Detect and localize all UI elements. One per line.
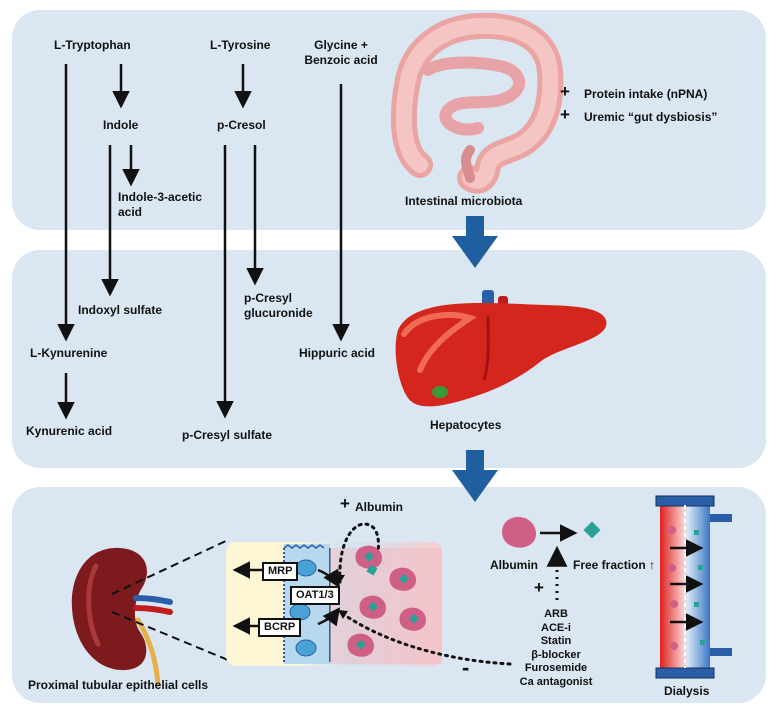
- label-albumin-top: Albumin: [355, 500, 403, 514]
- label-intestinal-microbiota: Intestinal microbiota: [405, 194, 523, 208]
- flow-arrow-down-2: [452, 450, 498, 502]
- drug-item: Ca antagonist: [519, 675, 593, 688]
- label-dialysis: Dialysis: [664, 684, 710, 698]
- plus-icon: +: [340, 494, 350, 513]
- label-pcresyl-glucuronide: p-Cresyl glucuronide: [244, 291, 313, 321]
- free-toxin: [583, 521, 601, 539]
- label-albumin: Albumin: [490, 558, 538, 572]
- flow-arrow-down-1: [452, 216, 498, 268]
- panel-microbiota: [12, 10, 766, 230]
- label-kynurenine: L-Kynurenine: [30, 346, 108, 360]
- drug-list: ARB ACE-i Statin β-blocker Furosemide Ca…: [506, 608, 606, 689]
- label-pcresyl-sulfate: p-Cresyl sulfate: [182, 428, 273, 442]
- label-indoxyl-sulfate: Indoxyl sulfate: [78, 303, 163, 317]
- label-glycine-line1: Glycine +: [314, 38, 368, 52]
- albumin-shape: [502, 516, 536, 548]
- pathway-arrows: [57, 64, 350, 420]
- plus-icon: +: [560, 105, 570, 124]
- kidney-illustration: [71, 547, 173, 687]
- drug-item: ACE-i: [541, 621, 571, 634]
- label-kynurenic-acid: Kynurenic acid: [26, 424, 113, 438]
- label-free-fraction: Free fraction ↑: [573, 558, 656, 572]
- label-pcg-line1: p-Cresyl: [244, 291, 293, 305]
- label-glycine: Glycine + Benzoic acid: [296, 38, 386, 68]
- liver-illustration: [395, 290, 607, 407]
- label-proximal-tubular: Proximal tubular epithelial cells: [28, 678, 209, 692]
- label-hepatocytes: Hepatocytes: [430, 418, 502, 432]
- dialysis-filter: [655, 495, 732, 679]
- intestine-illustration: [390, 12, 564, 194]
- drug-item: Statin: [540, 635, 572, 647]
- label-iaa-line2: acid: [118, 205, 143, 219]
- label-hippuric-acid: Hippuric acid: [299, 346, 376, 360]
- kidney-zoom-line-top: [111, 539, 229, 595]
- label-pcresol: p-Cresol: [217, 118, 266, 132]
- label-pcg-line2: glucuronide: [244, 306, 313, 320]
- label-indole-acetic-acid: Indole-3-acetic acid: [118, 190, 202, 220]
- box-mrp: MRP: [262, 562, 299, 581]
- box-bcrp: BCRP: [258, 618, 302, 637]
- plus-icon: +: [534, 578, 544, 597]
- minus-sign: -: [462, 655, 470, 680]
- label-tyrosine: L-Tyrosine: [210, 38, 271, 52]
- label-gut-dysbiosis: Uremic “gut dysbiosis”: [584, 110, 718, 124]
- label-tryptophan: L-Tryptophan: [54, 38, 131, 52]
- inhibition-dotted-arrow: [338, 610, 512, 666]
- panel-liver: [12, 250, 766, 468]
- drug-item: Furosemide: [524, 662, 588, 674]
- albumin-complexes: [347, 545, 426, 657]
- albumin-dotted-arrow: [338, 522, 380, 584]
- label-indole: Indole: [103, 118, 139, 132]
- label-protein-intake: Protein intake (nPNA): [584, 87, 708, 101]
- kidney-zoom-line-bottom: [111, 611, 229, 661]
- label-iaa-line1: Indole-3-acetic: [118, 190, 203, 204]
- plus-icon: +: [560, 82, 570, 101]
- box-oat: OAT1/3: [290, 586, 340, 605]
- drug-item: ARB: [544, 608, 568, 620]
- label-glycine-line2: Benzoic acid: [304, 53, 378, 67]
- drug-item: β-blocker: [531, 648, 581, 661]
